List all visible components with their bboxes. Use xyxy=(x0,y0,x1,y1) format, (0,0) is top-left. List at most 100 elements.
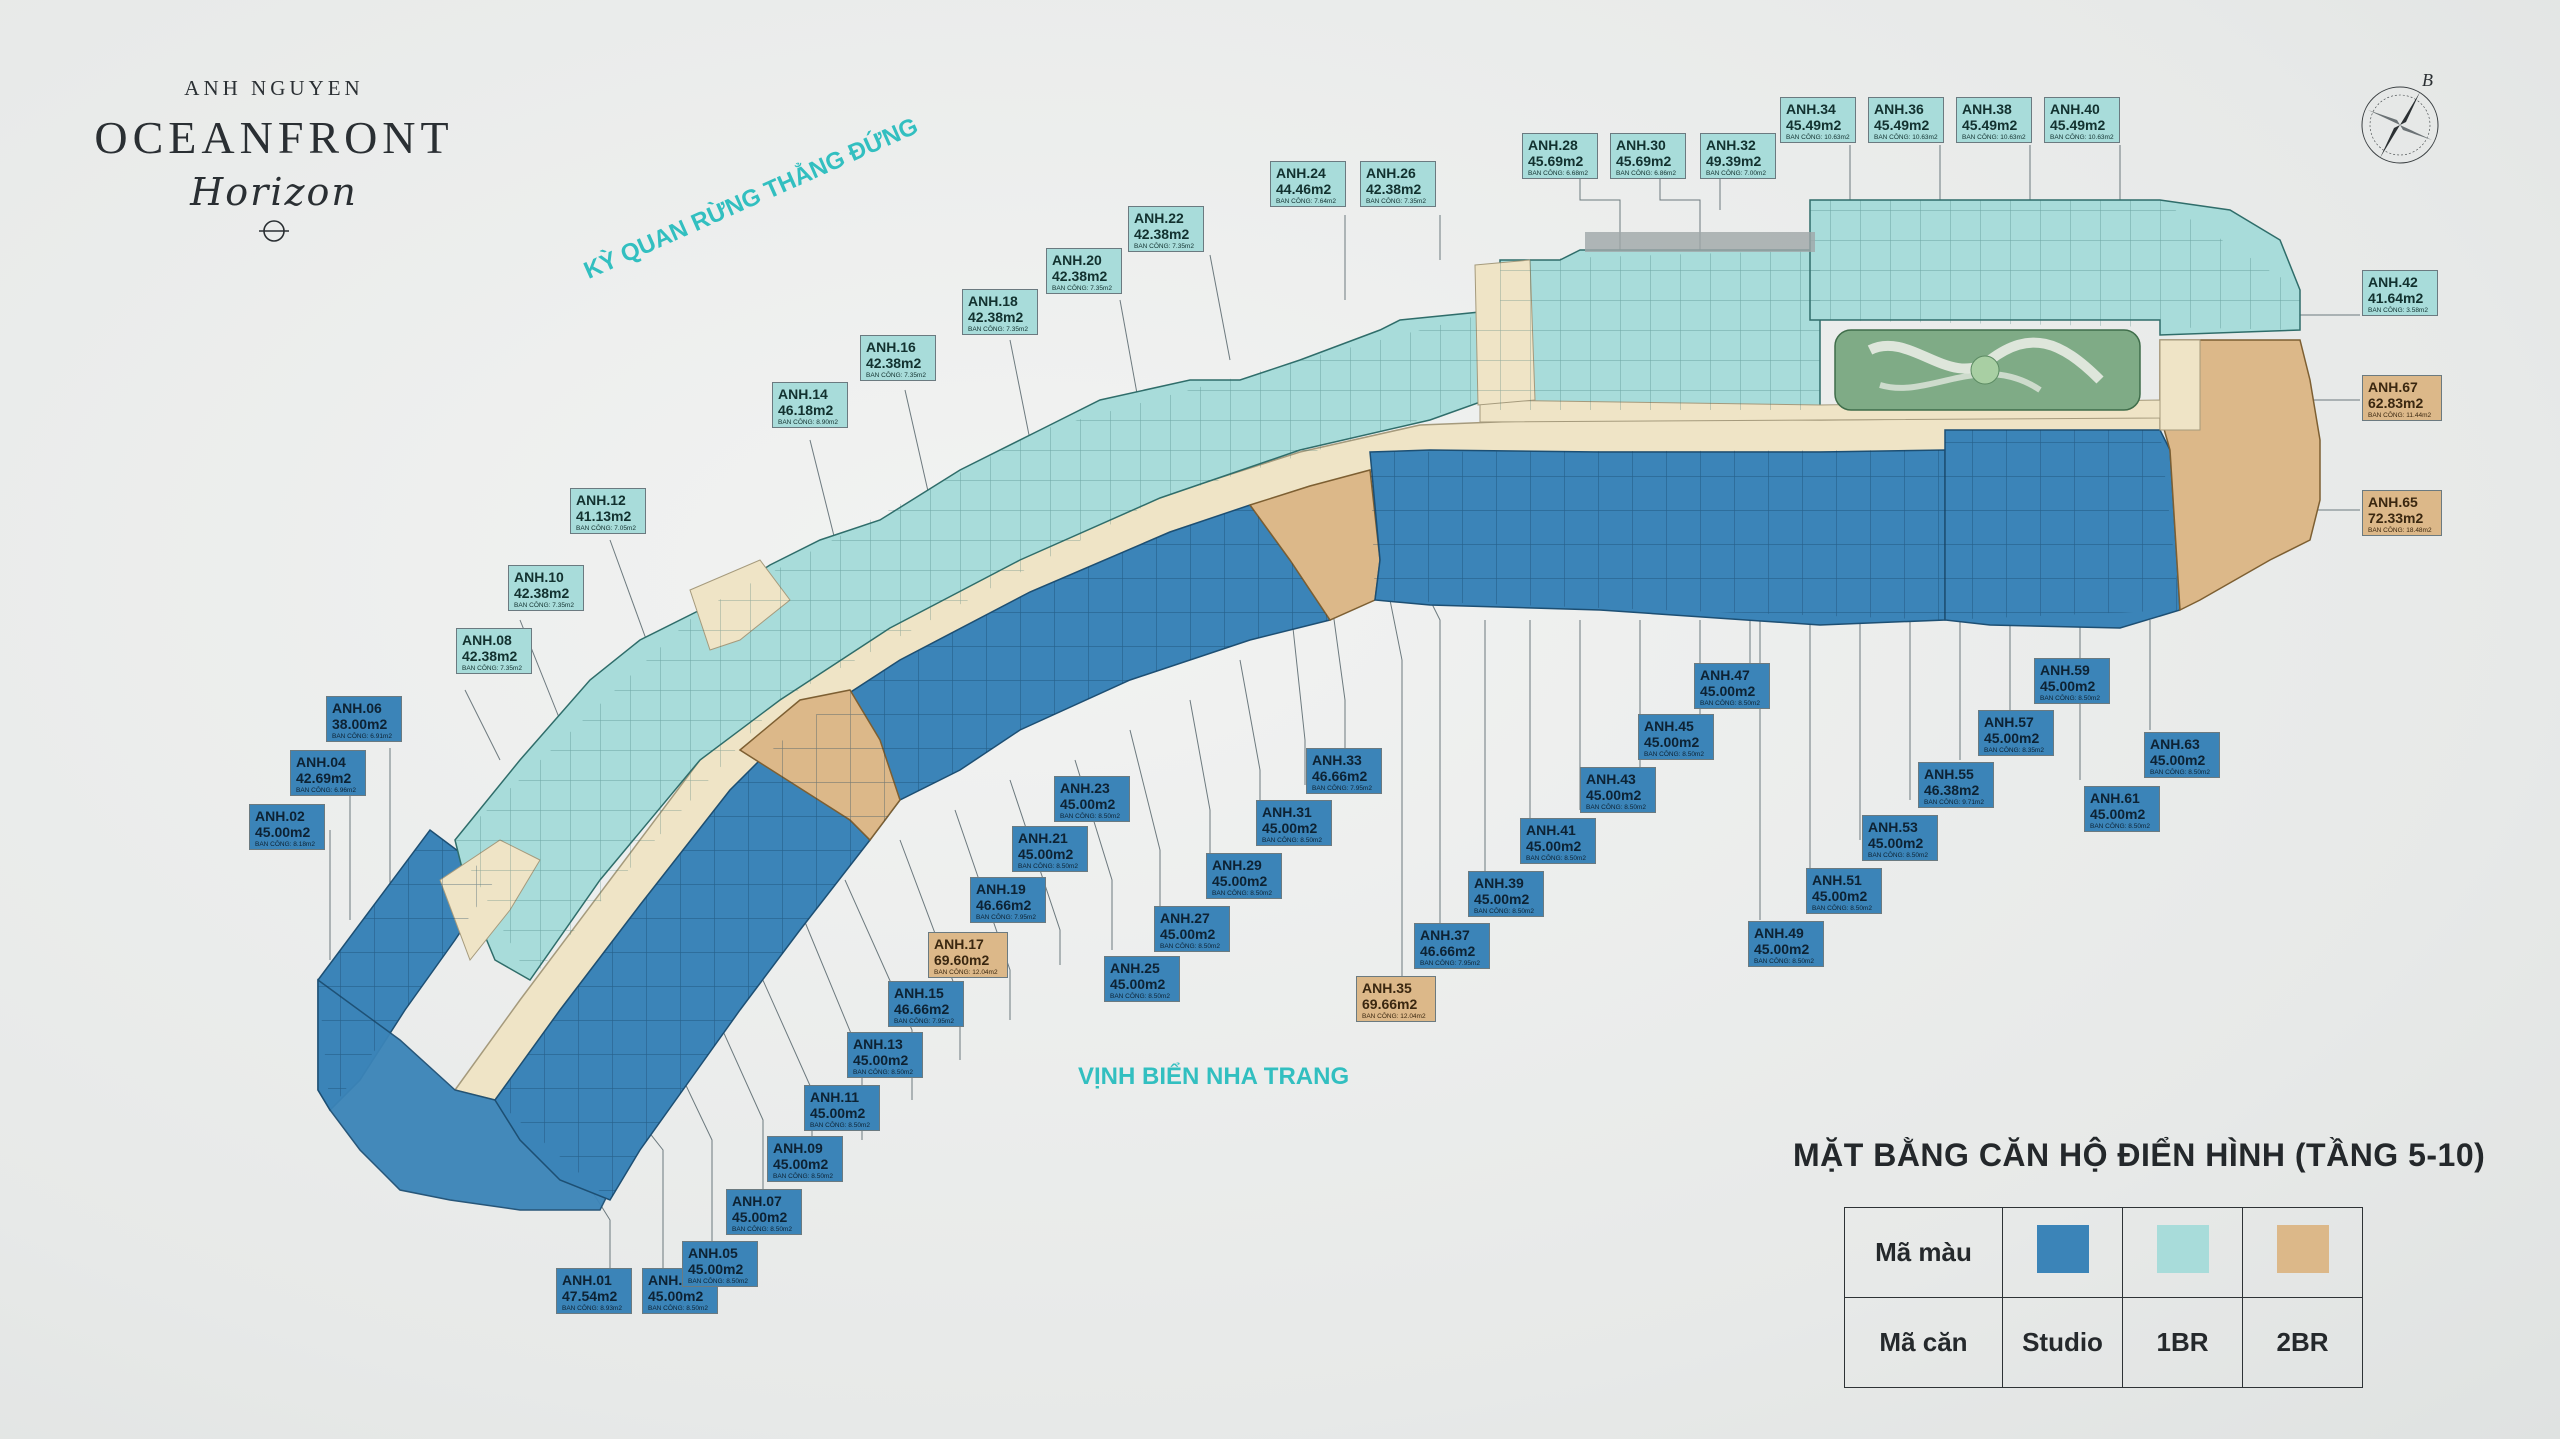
unit-balcony: BAN CÔNG: 10.63m2 xyxy=(1786,134,1850,141)
unit-balcony: BAN CÔNG: 8.50m2 xyxy=(1586,804,1646,811)
unit-area: 42.38m2 xyxy=(462,648,518,664)
unit-code: ANH.51 xyxy=(1812,872,1862,888)
unit-code: ANH.59 xyxy=(2040,662,2090,678)
unit-code: ANH.22 xyxy=(1134,210,1184,226)
unit-balcony: BAN CÔNG: 10.63m2 xyxy=(1874,134,1938,141)
unit-code: ANH.14 xyxy=(778,386,828,402)
unit-area: 45.00m2 xyxy=(1700,683,1756,699)
unit-area: 45.00m2 xyxy=(1868,835,1924,851)
unit-balcony: BAN CÔNG: 7.00m2 xyxy=(1706,170,1766,177)
unit-balcony: BAN CÔNG: 8.50m2 xyxy=(1160,943,1220,950)
unit-code: ANH.45 xyxy=(1644,718,1694,734)
unit-balcony: BAN CÔNG: 8.50m2 xyxy=(1868,852,1928,859)
unit-area: 45.49m2 xyxy=(1962,117,2018,133)
unit-balcony: BAN CÔNG: 7.64m2 xyxy=(1276,198,1336,205)
unit-area: 45.00m2 xyxy=(1812,888,1868,904)
unit-balcony: BAN CÔNG: 8.50m2 xyxy=(2040,695,2100,702)
unit-code: ANH.15 xyxy=(894,985,944,1001)
unit-balcony: BAN CÔNG: 7.95m2 xyxy=(1312,785,1372,792)
unit-balcony: BAN CÔNG: 7.95m2 xyxy=(976,914,1036,921)
unit-balcony: BAN CÔNG: 6.86m2 xyxy=(1616,170,1676,177)
unit-code: ANH.61 xyxy=(2090,790,2140,806)
unit-balcony: BAN CÔNG: 7.05m2 xyxy=(576,525,636,532)
legend-type-2br: 2BR xyxy=(2242,1297,2363,1388)
unit-balcony: BAN CÔNG: 9.71m2 xyxy=(1924,799,1984,806)
unit-area: 46.18m2 xyxy=(778,402,834,418)
unit-code: ANH.19 xyxy=(976,881,1026,897)
unit-balcony: BAN CÔNG: 8.50m2 xyxy=(1644,751,1704,758)
brand-top: ANH NGUYEN xyxy=(184,76,364,100)
unit-area: 46.66m2 xyxy=(976,897,1032,913)
unit-area: 45.49m2 xyxy=(1786,117,1842,133)
compass-letter: B xyxy=(2422,70,2433,90)
legend-code-header: Mã căn xyxy=(1844,1297,2003,1388)
unit-code: ANH.29 xyxy=(1212,857,1262,873)
unit-balcony: BAN CÔNG: 7.35m2 xyxy=(1366,198,1426,205)
unit-area: 41.64m2 xyxy=(2368,290,2424,306)
unit-balcony: BAN CÔNG: 7.35m2 xyxy=(866,372,926,379)
unit-area: 45.00m2 xyxy=(1160,926,1216,942)
unit-area: 45.00m2 xyxy=(1262,820,1318,836)
unit-area: 45.00m2 xyxy=(1060,796,1116,812)
unit-code: ANH.63 xyxy=(2150,736,2200,752)
unit-balcony: BAN CÔNG: 8.50m2 xyxy=(2150,769,2210,776)
unit-code: ANH.33 xyxy=(1312,752,1362,768)
unit-balcony: BAN CÔNG: 10.63m2 xyxy=(2050,134,2114,141)
swatch-studio xyxy=(2036,1225,2089,1273)
unit-code: ANH.12 xyxy=(576,492,626,508)
unit-area: 45.00m2 xyxy=(255,824,311,840)
unit-code: ANH.05 xyxy=(688,1245,738,1261)
unit-code: ANH.55 xyxy=(1924,766,1974,782)
unit-code: ANH.53 xyxy=(1868,819,1918,835)
unit-code: ANH.08 xyxy=(462,632,512,648)
unit-area: 72.33m2 xyxy=(2368,510,2424,526)
unit-balcony: BAN CÔNG: 18.48m2 xyxy=(2368,527,2432,534)
unit-area: 47.54m2 xyxy=(562,1288,618,1304)
unit-balcony: BAN CÔNG: 12.04m2 xyxy=(1362,1013,1426,1020)
unit-area: 46.66m2 xyxy=(894,1001,950,1017)
unit-code: ANH.30 xyxy=(1616,137,1666,153)
unit-balcony: BAN CÔNG: 3.58m2 xyxy=(2368,307,2428,314)
bay-landmark: VỊNH BIỂN NHA TRANG xyxy=(1078,1063,1350,1090)
unit-code: ANH.18 xyxy=(968,293,1018,309)
unit-code: ANH.11 xyxy=(810,1089,860,1105)
swatch-1br xyxy=(2156,1225,2209,1273)
unit-area: 44.46m2 xyxy=(1276,181,1332,197)
unit-code: ANH.23 xyxy=(1060,780,1110,796)
legend-swatch-studio xyxy=(2002,1207,2123,1298)
unit-area: 38.00m2 xyxy=(332,716,388,732)
unit-balcony: BAN CÔNG: 7.35m2 xyxy=(1052,285,1112,292)
unit-code: ANH.41 xyxy=(1526,822,1576,838)
unit-balcony: BAN CÔNG: 7.35m2 xyxy=(1134,243,1194,250)
unit-area: 45.00m2 xyxy=(773,1156,829,1172)
unit-balcony: BAN CÔNG: 8.90m2 xyxy=(778,419,838,426)
unit-area: 49.39m2 xyxy=(1706,153,1762,169)
unit-balcony: BAN CÔNG: 8.18m2 xyxy=(255,841,315,848)
brand-script: Horizon xyxy=(190,170,358,214)
unit-area: 42.38m2 xyxy=(1134,226,1190,242)
unit-balcony: BAN CÔNG: 12.04m2 xyxy=(934,969,998,976)
unit-balcony: BAN CÔNG: 8.50m2 xyxy=(1018,863,1078,870)
unit-area: 45.00m2 xyxy=(853,1052,909,1068)
unit-area: 45.00m2 xyxy=(1110,976,1166,992)
